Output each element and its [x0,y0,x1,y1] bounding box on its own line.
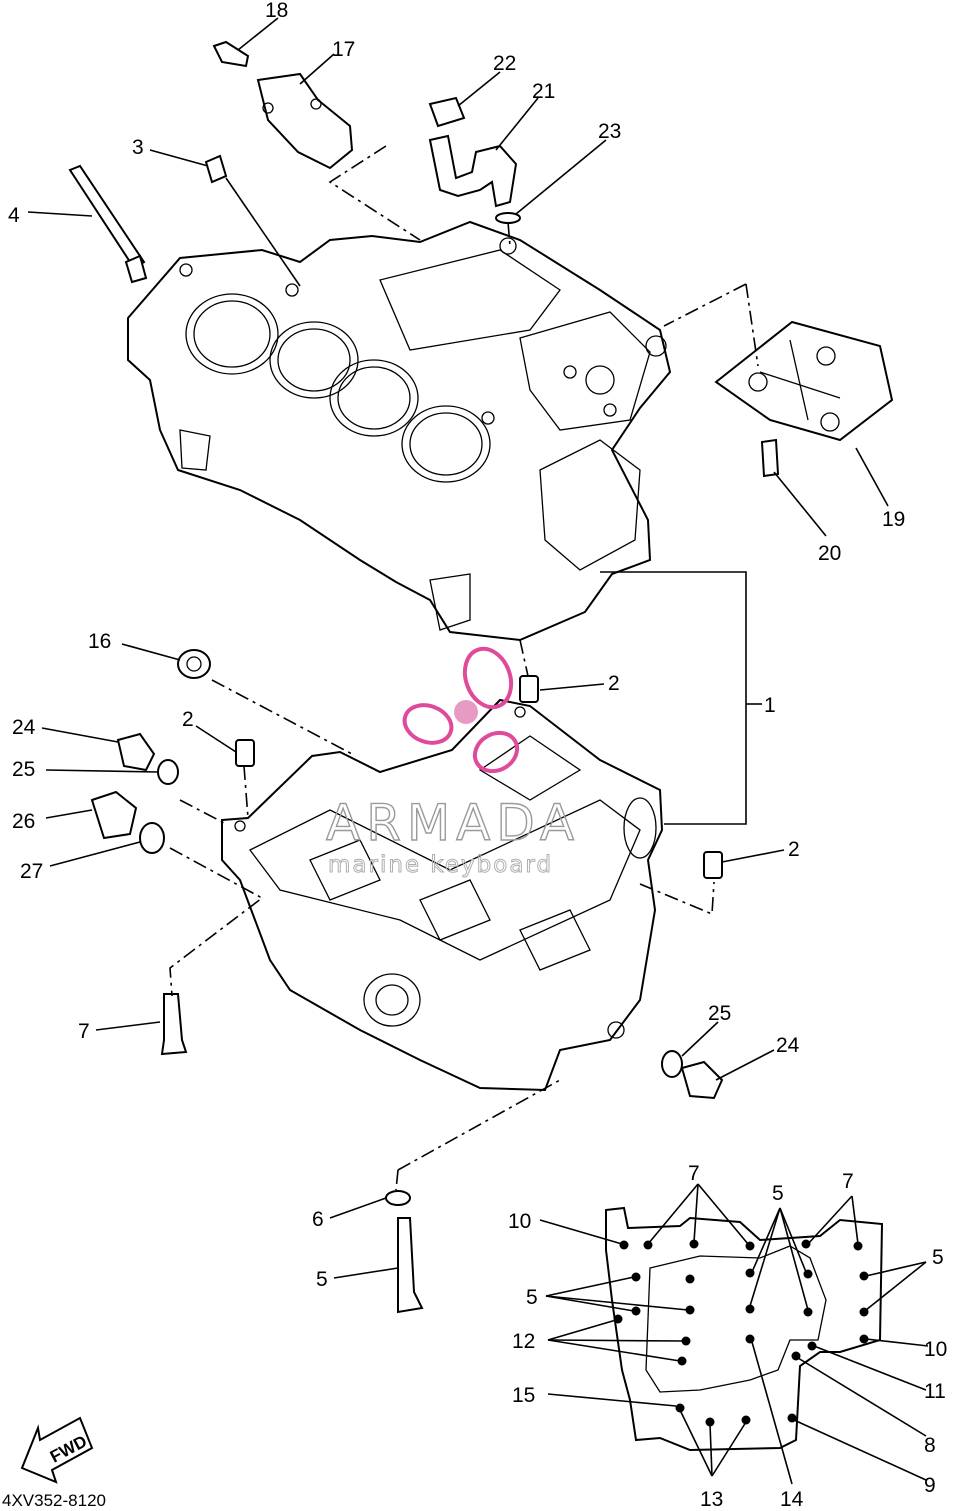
callout-label: 4 [8,204,20,227]
callout-label: 5 [932,1246,944,1269]
callout-label: 22 [493,52,516,75]
callout-label: 2 [608,672,620,695]
bolt-pattern-view [605,1206,884,1452]
callout-label: 26 [12,810,35,833]
callout-label: 21 [532,80,555,103]
callout-label: 2 [182,708,194,731]
callout-label: 24 [12,716,36,739]
callout-label: 10 [924,1338,947,1361]
callout-label: 5 [526,1286,538,1309]
watermark-logo-icon [402,646,520,774]
callout-label: 6 [312,1208,324,1231]
callout-label: 13 [700,1488,723,1511]
callout-label: 5 [772,1182,784,1205]
callout-label: 16 [88,630,111,653]
callout-label: 10 [508,1210,531,1233]
callout-label: 24 [776,1034,800,1057]
callout-label: 7 [842,1170,854,1193]
watermark-brand: ARMADA [326,794,580,852]
callout-label: 11 [924,1380,946,1403]
callout-label: 14 [780,1488,804,1511]
callout-label: 2 [788,838,800,861]
callout-label: 8 [924,1434,936,1457]
callout-label: 1 [764,694,776,717]
callout-label: 3 [132,136,144,159]
small-parts [20,40,894,1484]
callout-label: 5 [316,1268,328,1291]
leader-lines [27,17,929,1485]
callout-labels: 18 17 22 21 3 23 4 19 20 16 2 1 24 2 25 … [8,0,947,1511]
assembly-lines [169,145,759,1191]
callout-label: 20 [818,542,841,565]
watermark-subtitle: marine keyboard [328,852,553,878]
callout-label: 12 [512,1330,535,1353]
callout-label: 18 [265,0,288,22]
callout-label: 15 [512,1384,535,1407]
callout-label: 7 [688,1162,700,1185]
callout-label: 25 [12,758,35,781]
callout-label: 9 [924,1474,936,1497]
callout-label: 17 [332,38,355,61]
callout-label: 23 [598,120,621,143]
part-code: 4XV352-8120 [2,1491,106,1510]
watermark: ARMADA marine keyboard [325,646,580,879]
lower-crankcase [221,698,664,1092]
callout-label: 25 [708,1002,731,1025]
callout-label: 7 [78,1020,90,1043]
upper-crankcase [127,220,672,642]
callout-label: 27 [20,860,43,883]
callout-label: 19 [882,508,905,531]
